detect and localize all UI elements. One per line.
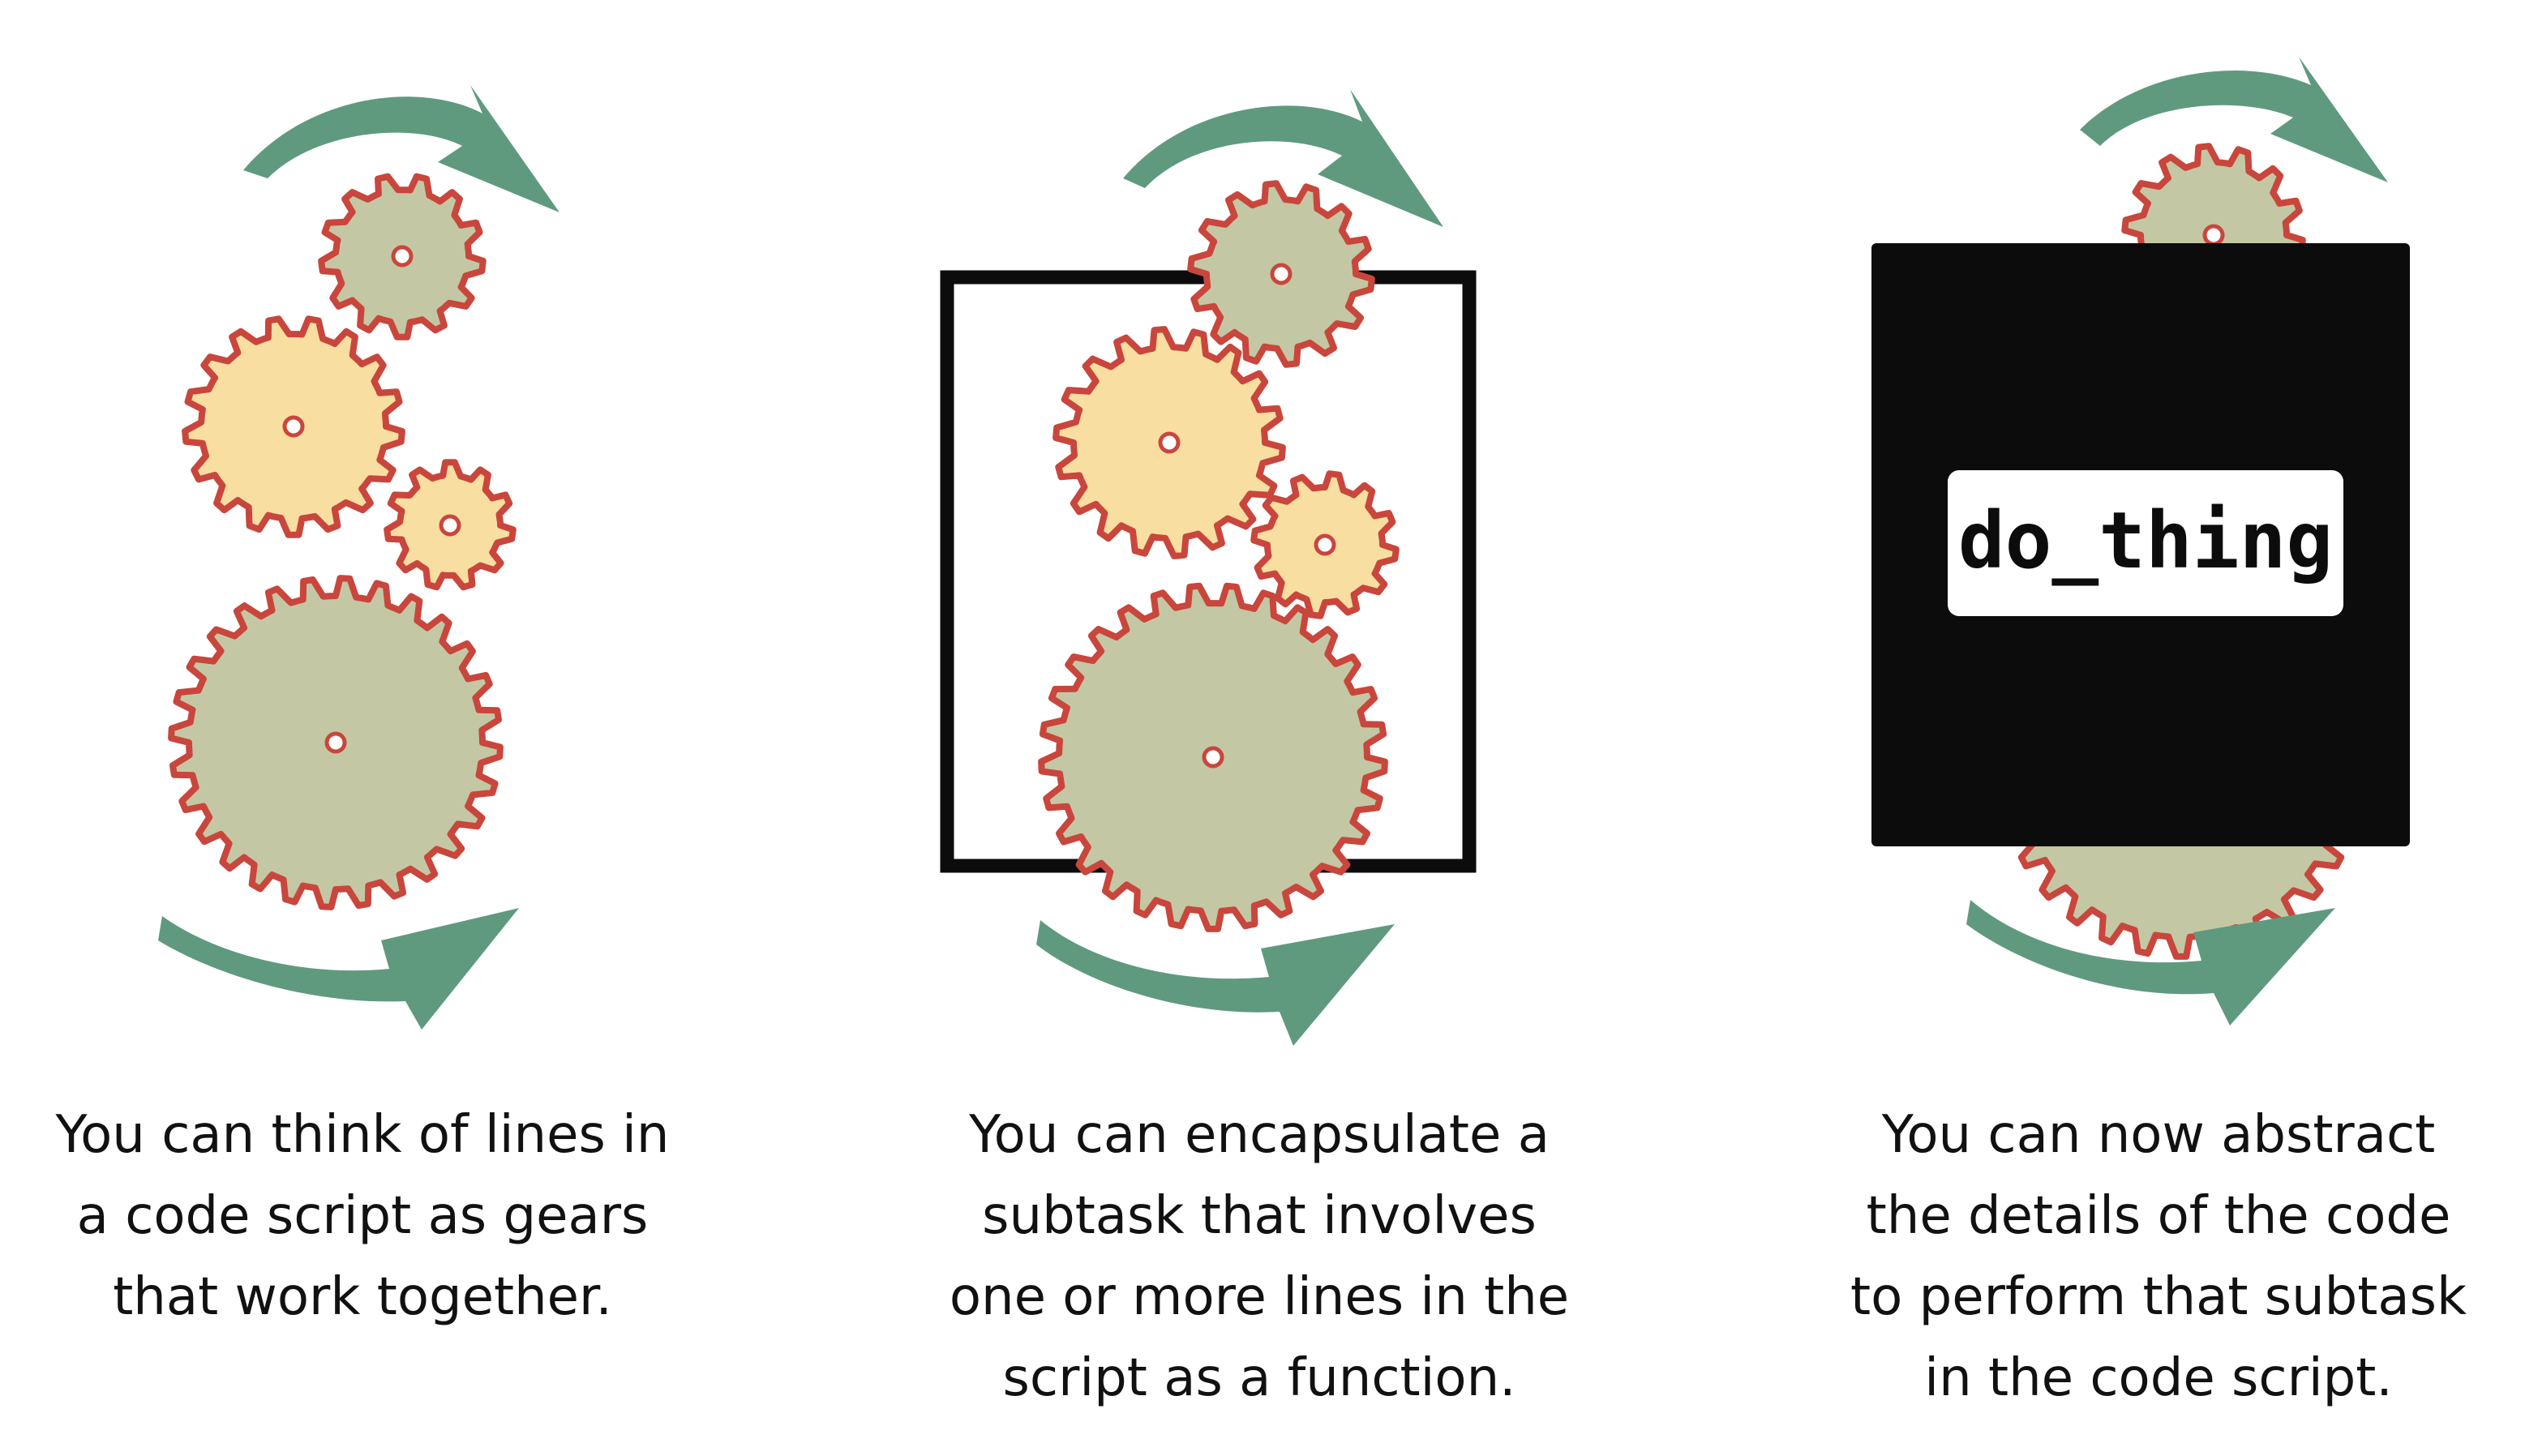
gear-icon xyxy=(318,173,487,340)
caption-line: subtask that involves xyxy=(982,1186,1537,1246)
caption-line: a code script as gears xyxy=(76,1186,649,1246)
rotation-arrow-icon xyxy=(1966,900,2335,1026)
gear-hub xyxy=(1270,263,1293,285)
rotation-arrow-icon xyxy=(1036,920,1395,1046)
rotation-arrow-icon xyxy=(1123,89,1443,227)
gear-hub xyxy=(1158,431,1181,454)
panel-gears-loose xyxy=(158,85,559,1030)
caption-line: that work together. xyxy=(113,1267,612,1327)
rotation-arrow-icon xyxy=(243,85,559,212)
gear-hub xyxy=(2202,224,2225,246)
gear-icon xyxy=(1038,582,1388,932)
caption-line: You can encapsulate a xyxy=(969,1105,1550,1165)
gear-icon xyxy=(168,575,504,910)
gear-hub xyxy=(282,415,305,438)
rotation-arrow-icon xyxy=(2080,57,2388,182)
caption-line: to perform that subtask xyxy=(1850,1267,2467,1327)
caption-panel-3: You can now abstract the details of the … xyxy=(1802,1094,2515,1419)
gear-hub xyxy=(1314,533,1336,556)
gear-hub xyxy=(391,245,414,268)
caption-panel-1: You can think of lines in a code script … xyxy=(6,1094,719,1338)
gear-icon xyxy=(1250,470,1400,619)
gear-hub xyxy=(439,514,461,537)
caption-line: You can think of lines in xyxy=(55,1105,670,1165)
caption-panel-2: You can encapsulate a subtask that invol… xyxy=(902,1094,1616,1419)
panel-gears-encapsulated xyxy=(940,89,1477,1046)
gear-icon xyxy=(1052,326,1286,559)
caption-line: You can now abstract xyxy=(1881,1105,2436,1165)
caption-line: the details of the code xyxy=(1866,1186,2451,1246)
rotation-arrow-icon xyxy=(158,908,519,1030)
gear-icon xyxy=(1187,180,1375,368)
caption-line: in the code script. xyxy=(1924,1348,2393,1408)
function-label: do_thing xyxy=(1958,495,2333,586)
gear-icon xyxy=(384,459,517,591)
gear-icon xyxy=(182,315,405,538)
panel-function-abstracted: do_thing xyxy=(1871,57,2410,1026)
caption-line: one or more lines in the xyxy=(949,1267,1570,1327)
gear-hub xyxy=(324,731,347,754)
caption-line: script as a function. xyxy=(1002,1348,1516,1408)
gear-hub xyxy=(1202,746,1224,769)
function-label-background xyxy=(1948,470,2343,616)
